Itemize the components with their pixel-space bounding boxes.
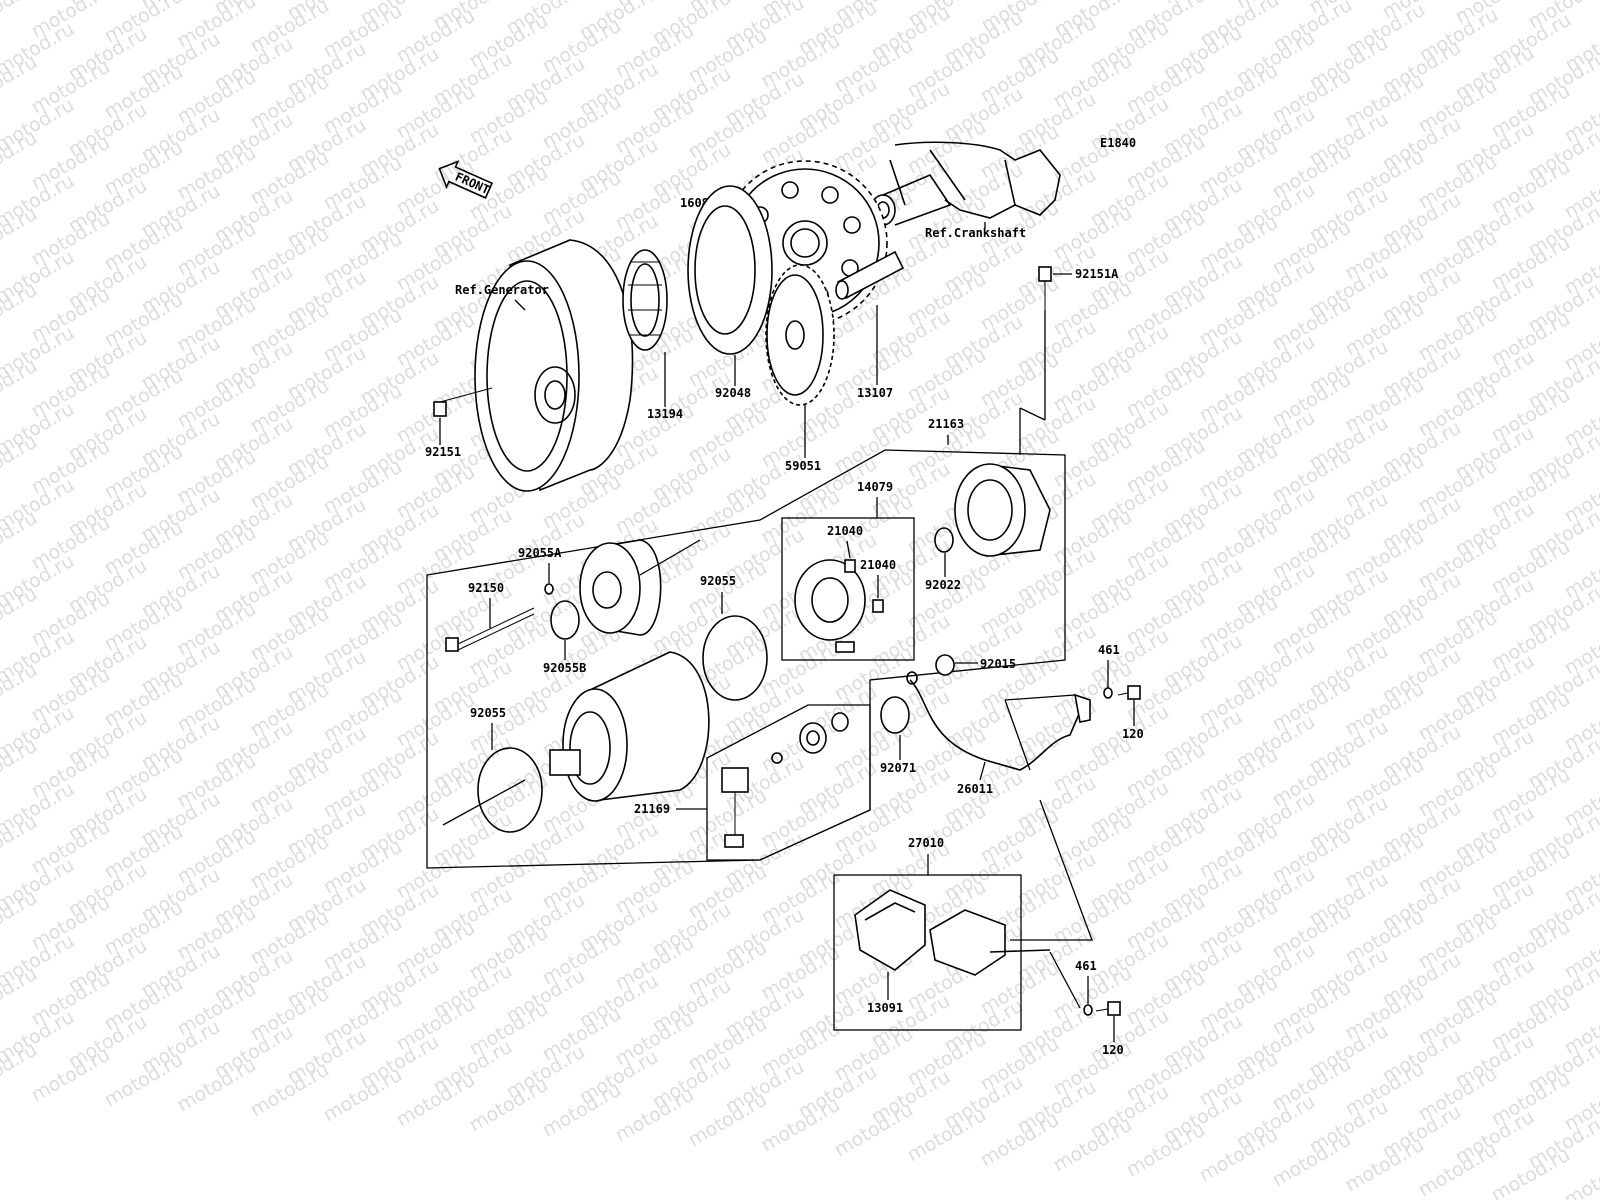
watermark-text: motod.ru [1598,0,1600,38]
part-120-upper-label: 120 [1122,727,1144,741]
motor-end-cover-icon [954,463,1051,557]
bolt-120-upper-icon [1117,685,1141,700]
part-13091-label: 13091 [867,1001,903,1015]
part-461-lower-label: 461 [1075,959,1097,973]
part-92150-label: 92150 [468,581,504,595]
motor-front-cover-icon [579,539,662,636]
o-ring-92055-upper-icon [702,615,768,701]
shaft-13107-icon [835,250,905,300]
part-120-lower-label: 120 [1102,1043,1124,1057]
terminal-bolt-icon [721,712,849,848]
ref-crankshaft-label: Ref.Crankshaft [925,226,1026,240]
starter-relay-icon [929,909,1051,976]
diagram-code: E1840 [1100,136,1136,150]
part-461-upper-label: 461 [1098,643,1120,657]
part-13107-label: 13107 [857,386,893,400]
o-ring-92055b-icon [550,600,580,640]
part-92055a-upper-label: 92055A [518,546,562,560]
part-92151-label: 92151 [425,445,461,459]
terminal-cap-92071-icon [880,696,910,734]
part-92015-label: 92015 [980,657,1016,671]
starter-motor-group-outline [426,449,1066,869]
starter-lead-26011-icon [906,671,1091,771]
washer-461-lower-icon [1083,1004,1093,1016]
clutch-housing-92048-icon [687,185,773,355]
bolt-92151-icon [433,387,493,417]
relay-cover-13091-icon [854,889,926,971]
part-92048-label: 92048 [715,386,751,400]
brush-21040-a-icon [844,559,856,573]
part-92071-label: 92071 [880,761,916,775]
part-27010-label: 27010 [908,836,944,850]
nut-92015-icon [935,654,955,676]
part-21169-label: 21169 [634,802,670,816]
o-ring-92022-icon [934,527,954,553]
part-92151a-label: 92151A [1075,267,1119,281]
brush-holder-set-14079-box [781,517,915,661]
idle-gear-59051-icon [765,264,835,406]
ref-generator-label: Ref.Generator [455,283,549,297]
terminal-set-21169-box [706,704,871,861]
one-way-clutch-13194-icon [622,249,668,351]
o-ring-92055a-icon [544,583,554,595]
part-92055-upper-label: 92055 [700,574,736,588]
through-bolt-92150-icon [445,607,535,652]
part-13194-label: 13194 [647,407,683,421]
generator-rotor-icon [474,239,634,492]
o-ring-92055-lower-icon [477,747,543,833]
starter-yoke-armature-icon [549,651,710,802]
part-14079-label: 14079 [857,480,893,494]
part-21040-a-label: 21040 [827,524,863,538]
bolt-120-lower-icon [1095,1001,1121,1016]
part-59051-label: 59051 [785,459,821,473]
part-92022-label: 92022 [925,578,961,592]
part-21040-b-label: 21040 [860,558,896,572]
part-21163-label: 21163 [928,417,964,431]
part-26011-label: 26011 [957,782,993,796]
bolt-92151a-icon [1038,266,1052,312]
part-92055b-label: 92055B [543,661,586,675]
brush-21040-b-icon [872,599,884,613]
brush-plate-icon [794,559,866,653]
part-92055-lower-label: 92055 [470,706,506,720]
